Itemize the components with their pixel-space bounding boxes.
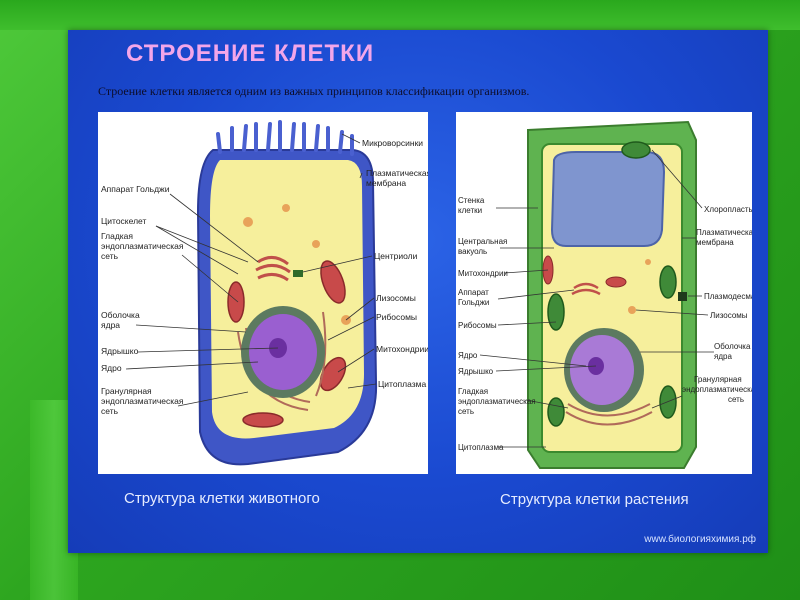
page-subtitle: Строение клетки является одним из важных…	[98, 84, 530, 98]
label-plant-nucleolus: Ядрышко	[458, 367, 494, 376]
label-smooth-er-1: Гладкая	[101, 231, 133, 241]
chloroplasts-shapes	[547, 141, 677, 427]
label-smooth-er-3: сеть	[101, 251, 119, 261]
slide: СТРОЕНИЕ КЛЕТКИ Строение клетки является…	[68, 30, 768, 553]
label-nucleolus: Ядрышко	[101, 346, 139, 356]
label-mitochondria: Митохондрии	[376, 344, 428, 354]
label-plant-plasma-membrane-1: Плазматическая	[696, 228, 752, 237]
label-nuclear-envelope-2: ядра	[101, 320, 120, 330]
label-plant-smooth-er-1: Гладкая	[458, 387, 488, 396]
label-plant-golgi-1: Аппарат	[458, 288, 489, 297]
label-cytoskeleton: Цитоскелет	[101, 216, 146, 226]
animal-mitochondria-shapes	[227, 260, 347, 428]
label-plant-granular-er-2: эндоплазматическая	[682, 385, 752, 394]
label-plant-smooth-er-2: эндоплазматическая	[458, 397, 536, 406]
plant-leader-lines	[479, 149, 714, 448]
label-plant-golgi-2: Гольджи	[458, 298, 489, 307]
label-plant-nuclear-envelope-1: Оболочка	[714, 342, 751, 351]
label-cell-wall-2: клетки	[458, 206, 482, 215]
central-vacuole-shape	[550, 151, 666, 247]
label-cell-wall-1: Стенка	[458, 196, 485, 205]
page-title: СТРОЕНИЕ КЛЕТКИ	[126, 40, 375, 67]
plant-lysosomes-shapes	[628, 259, 651, 314]
label-plant-ribosomes: Рибосомы	[458, 321, 497, 330]
label-nucleus: Ядро	[101, 363, 122, 373]
label-golgi: Аппарат Гольджи	[101, 184, 170, 194]
background-top-band	[0, 0, 800, 30]
label-microvilli: Микроворсинки	[362, 138, 423, 148]
label-ribosomes: Рибосомы	[376, 312, 417, 322]
label-plant-lysosomes: Лизосомы	[710, 311, 748, 320]
plant-cell-diagram: Стенка клетки Центральная вакуоль Митохо…	[458, 120, 760, 469]
label-plant-plasma-membrane-2: мембрана	[696, 238, 734, 247]
label-plasma-membrane-1: Плазматическая	[366, 168, 428, 178]
label-cytoplasm: Цитоплазма	[378, 379, 426, 389]
centriole-shape	[293, 270, 303, 277]
label-plant-mitochondria: Митохондрии	[458, 269, 508, 278]
label-nuclear-envelope-1: Оболочка	[101, 310, 140, 320]
label-lysosomes: Лизосомы	[376, 293, 416, 303]
plant-granular-er-shape	[565, 403, 653, 426]
watermark-url: www.биологияхимия.рф	[644, 534, 756, 545]
animal-golgi-shape	[255, 256, 291, 282]
plant-cell-caption: Структура клетки растения	[500, 491, 689, 508]
label-granular-er-2: эндоплазматическая	[101, 396, 184, 406]
label-plant-granular-er-3: сеть	[728, 395, 744, 404]
label-plasma-membrane-2: мембрана	[366, 178, 406, 188]
plant-golgi-shape	[571, 282, 601, 296]
label-plant-nuclear-envelope-2: ядра	[714, 352, 732, 361]
label-plant-smooth-er-3: сеть	[458, 407, 474, 416]
label-plasmodesma: Плазмодесма	[704, 292, 752, 301]
label-centrioles: Центриоли	[374, 251, 418, 261]
label-smooth-er-2: эндоплазматическая	[101, 241, 184, 251]
animal-cell-diagram: Аппарат Гольджи Цитоскелет Гладкая эндоп…	[101, 120, 432, 466]
plant-cell-panel: Стенка клетки Центральная вакуоль Митохо…	[456, 112, 760, 474]
plasmodesma-shape	[678, 292, 687, 301]
animal-leader-lines	[125, 133, 377, 407]
animal-cell-panel: Аппарат Гольджи Цитоскелет Гладкая эндоп…	[98, 112, 432, 474]
label-granular-er-1: Гранулярная	[101, 386, 152, 396]
label-granular-er-3: сеть	[101, 406, 119, 416]
label-plant-granular-er-1: Гранулярная	[694, 375, 742, 384]
label-central-vacuole-1: Центральная	[458, 237, 507, 246]
label-plant-cytoplasm: Цитоплазма	[458, 443, 504, 452]
label-central-vacuole-2: вакуоль	[458, 247, 487, 256]
animal-cell-caption: Структура клетки животного	[124, 490, 320, 507]
label-chloroplasts: Хлоропласты	[704, 205, 752, 214]
label-plant-nucleus: Ядро	[458, 351, 478, 360]
